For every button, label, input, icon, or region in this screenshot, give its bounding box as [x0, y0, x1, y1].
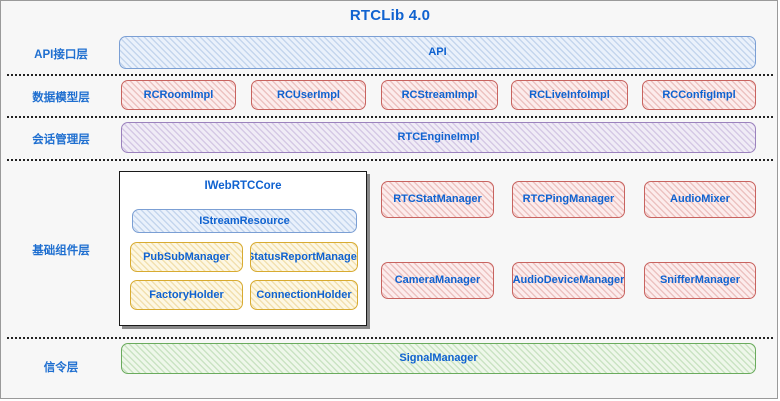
- layer-label-api: API接口层: [34, 49, 88, 61]
- node-pubsubmanager[interactable]: PubSubManager: [130, 242, 243, 272]
- layer-label-components: 基础组件层: [32, 245, 90, 257]
- node-rtcengineimpl-label: RTCEngineImpl: [397, 131, 480, 144]
- node-cameramanager[interactable]: CameraManager: [381, 262, 494, 299]
- node-rcconfigimpl-label: RCConfigImpl: [662, 88, 736, 101]
- node-statusreportmanager[interactable]: StatusReportManager: [250, 242, 358, 272]
- node-api[interactable]: API: [119, 36, 756, 69]
- layer-separator-3: [7, 159, 773, 161]
- node-rcroomimpl[interactable]: RCRoomImpl: [121, 80, 236, 110]
- node-audiomixer[interactable]: AudioMixer: [644, 181, 756, 218]
- page-title: RTCLib 4.0: [349, 7, 431, 24]
- layer-label-signaling: 信令层: [43, 362, 79, 374]
- node-istreamresource[interactable]: IStreamResource: [132, 209, 357, 233]
- node-api-label: API: [428, 46, 447, 59]
- node-rtcpingmanager-label: RTCPingManager: [522, 193, 615, 206]
- node-factoryholder[interactable]: FactoryHolder: [130, 280, 243, 310]
- node-rcliveinfoimpl-label: RCLiveInfoImpl: [529, 88, 610, 101]
- container-iwebrtccore-title: IWebRTCCore: [204, 180, 282, 192]
- node-istreamresource-label: IStreamResource: [199, 214, 290, 227]
- container-iwebrtccore: IWebRTCCore IStreamResource PubSubManage…: [119, 171, 367, 326]
- node-rcliveinfoimpl[interactable]: RCLiveInfoImpl: [511, 80, 628, 110]
- node-signalmanager[interactable]: SignalManager: [121, 343, 756, 374]
- node-rcuserimpl[interactable]: RCUserImpl: [251, 80, 366, 110]
- layer-separator-4: [7, 337, 773, 339]
- node-connectionholder-label: ConnectionHolder: [256, 288, 352, 301]
- node-rtcpingmanager[interactable]: RTCPingManager: [512, 181, 625, 218]
- layer-label-data-model: 数据模型层: [32, 92, 90, 104]
- node-audiodevicemanager[interactable]: AudioDeviceManager: [512, 262, 625, 299]
- node-rcstreamimpl[interactable]: RCStreamImpl: [381, 80, 498, 110]
- node-rtcengineimpl[interactable]: RTCEngineImpl: [121, 122, 756, 153]
- node-factoryholder-label: FactoryHolder: [149, 288, 224, 301]
- node-rcuserimpl-label: RCUserImpl: [277, 88, 340, 101]
- node-pubsubmanager-label: PubSubManager: [143, 250, 230, 263]
- node-audiodevicemanager-label: AudioDeviceManager: [512, 274, 625, 287]
- node-audiomixer-label: AudioMixer: [670, 193, 730, 206]
- node-sniffermanager[interactable]: SnifferManager: [644, 262, 756, 299]
- node-cameramanager-label: CameraManager: [394, 274, 481, 287]
- layer-separator-1: [7, 74, 773, 76]
- node-signalmanager-label: SignalManager: [399, 352, 478, 365]
- layer-label-session: 会话管理层: [32, 134, 90, 146]
- node-rtcstatmanager-label: RTCStatManager: [393, 193, 482, 206]
- layer-separator-2: [7, 116, 773, 118]
- node-rcconfigimpl[interactable]: RCConfigImpl: [642, 80, 756, 110]
- node-statusreportmanager-label: StatusReportManager: [250, 250, 358, 263]
- node-rcroomimpl-label: RCRoomImpl: [143, 88, 214, 101]
- node-sniffermanager-label: SnifferManager: [659, 274, 741, 287]
- node-connectionholder[interactable]: ConnectionHolder: [250, 280, 358, 310]
- node-rcstreamimpl-label: RCStreamImpl: [401, 88, 478, 101]
- node-rtcstatmanager[interactable]: RTCStatManager: [381, 181, 494, 218]
